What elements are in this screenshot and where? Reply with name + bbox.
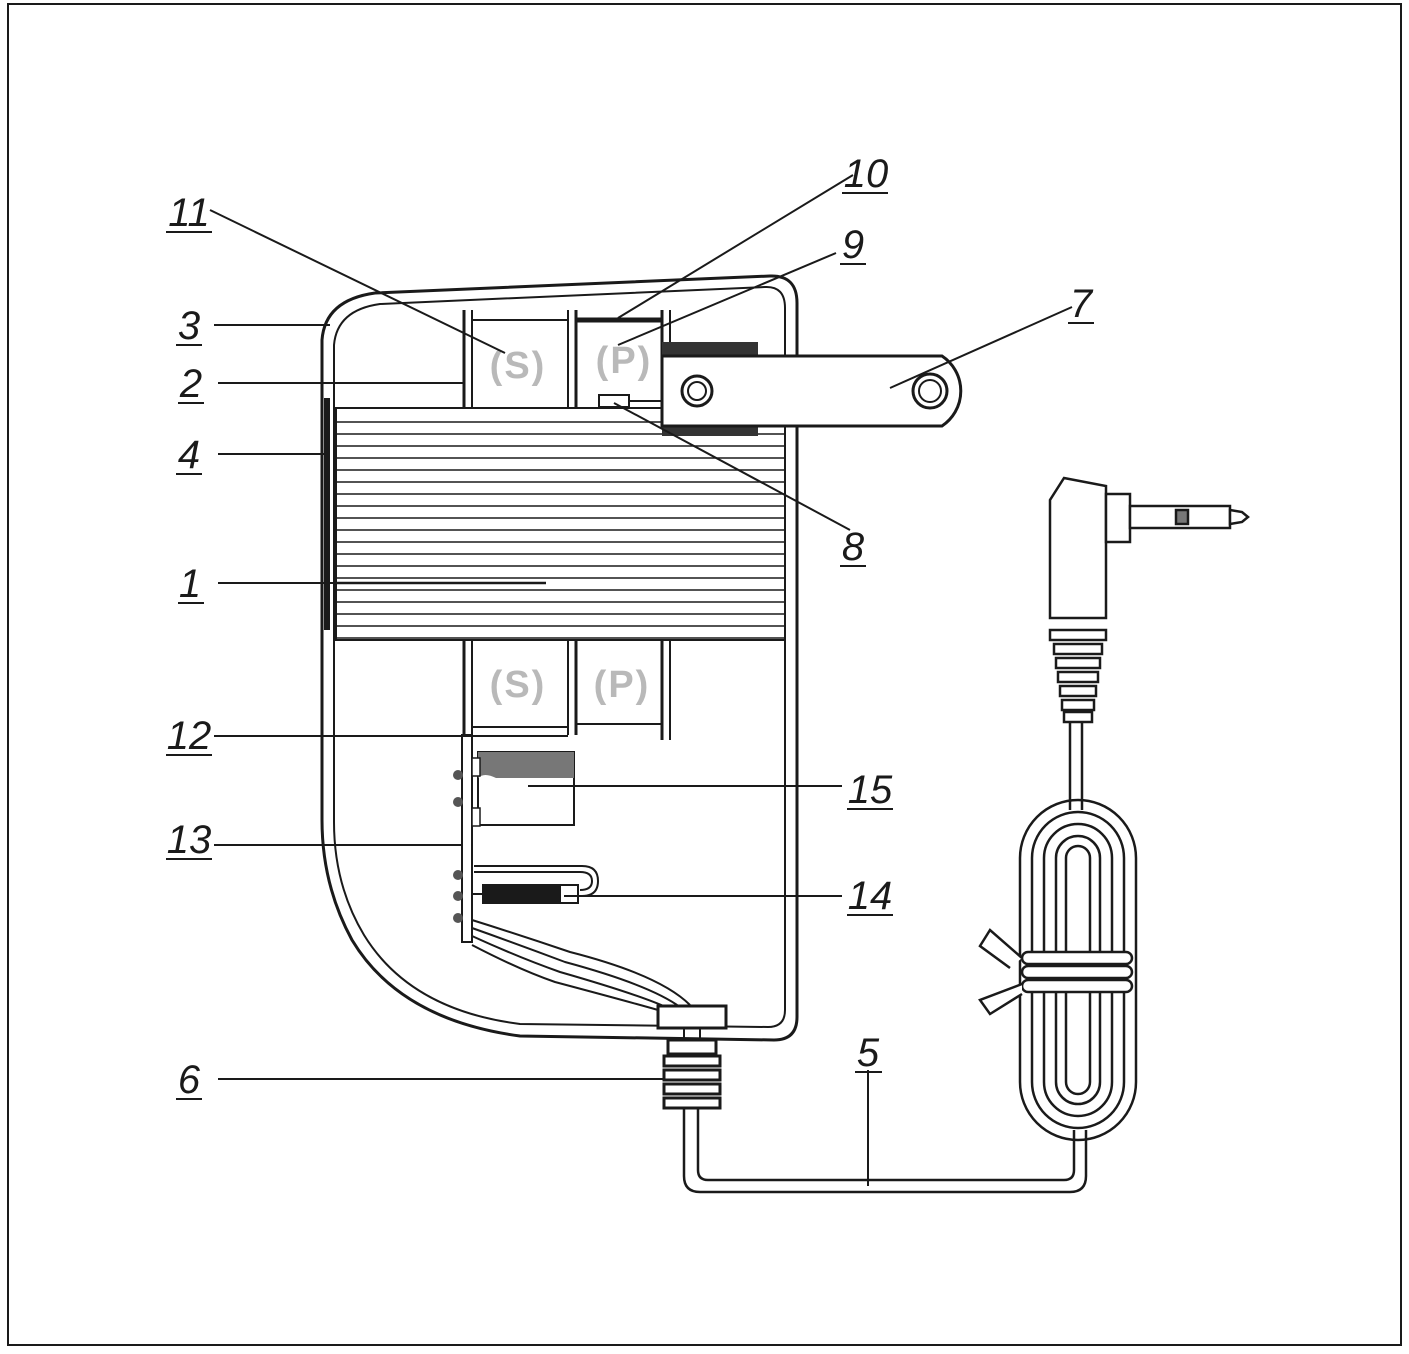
housing-inner [333, 285, 786, 1029]
thermal-fuse [598, 394, 630, 408]
transformer-core [335, 407, 786, 641]
callout-2: 2 [179, 362, 202, 406]
coiled-cable [978, 798, 1138, 1142]
callout-10: 10 [844, 152, 889, 196]
output-cable [682, 720, 1088, 1194]
resistor-component [472, 865, 600, 904]
plug-blade [660, 342, 963, 436]
callout-13: 13 [167, 818, 212, 862]
callout-5: 5 [857, 1031, 880, 1075]
label-strip [324, 398, 330, 630]
internal-wires [471, 919, 691, 1011]
circuit-board [453, 734, 473, 943]
coil-label-primary-top: (P) [596, 340, 653, 382]
rectifier-component [471, 751, 575, 827]
callout-12: 12 [167, 714, 212, 758]
strain-relief [656, 1004, 728, 1110]
bottom-coil-assembly: (S) (P) [462, 640, 671, 740]
coil-label-secondary-top: (S) [490, 345, 547, 387]
callout-11: 11 [168, 191, 210, 235]
callout-8: 8 [842, 525, 865, 569]
dc-jack-plug [1048, 476, 1250, 724]
coil-label-secondary-bottom: (S) [490, 664, 547, 706]
callout-numbers: 1 2 3 4 5 6 7 8 9 10 11 12 13 14 15 [167, 152, 1094, 1102]
callout-3: 3 [178, 304, 200, 348]
callout-1: 1 [179, 562, 201, 606]
callout-15: 15 [848, 768, 893, 812]
callout-underlines [166, 192, 1094, 1100]
top-coil-assembly: (S) (P) [462, 310, 671, 408]
callout-4: 4 [178, 433, 200, 477]
callout-7: 7 [1070, 282, 1094, 326]
coil-label-primary-bottom: (P) [594, 664, 651, 706]
callout-9: 9 [842, 223, 864, 267]
callout-6: 6 [178, 1058, 201, 1102]
leader-lines [209, 174, 1073, 1186]
callout-14: 14 [848, 874, 893, 918]
border-frame [7, 3, 1402, 1346]
